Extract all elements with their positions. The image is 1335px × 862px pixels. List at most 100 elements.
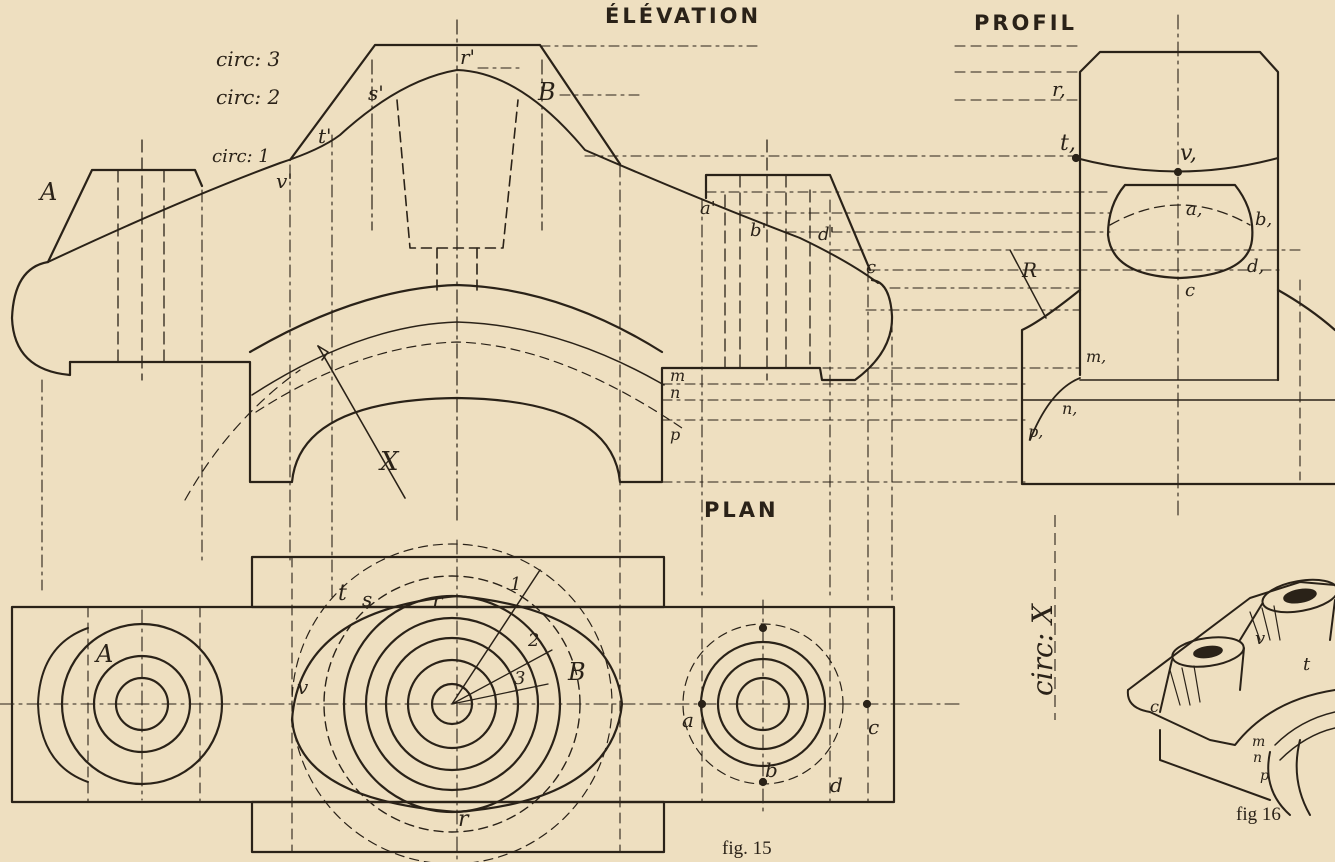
boss-b-outline [288, 43, 622, 166]
label-a1: a, [1186, 199, 1202, 220]
label-X: X [378, 447, 400, 477]
plan-label-r-bottom: r [458, 807, 470, 832]
label-p: p [670, 425, 680, 444]
plan-label-v: v [297, 675, 309, 699]
label-B: B [537, 78, 556, 106]
plan-label-2: 2 [527, 630, 539, 651]
plan-arch-rect-top [250, 555, 666, 609]
iso-body-top [1127, 581, 1335, 691]
plan-boss-a-inner [114, 676, 170, 732]
iso-label-t: t [1303, 654, 1311, 675]
plan-point-top [758, 623, 768, 633]
plan-radius-3 [451, 683, 549, 705]
label-t-prime: t' [318, 124, 332, 148]
label-n1: n, [1062, 399, 1077, 418]
profile-mnp-curve [1029, 377, 1081, 441]
iso-label-n: n [1253, 750, 1262, 766]
hidden-shank [436, 247, 478, 291]
iso-body-bottom [1159, 729, 1311, 816]
profile-guides [954, 45, 1081, 101]
label-c1: c [1185, 280, 1195, 301]
label-m1: m, [1086, 347, 1106, 366]
plan-boss-b-outline [290, 594, 624, 814]
plan-label-r-top: r [432, 589, 444, 614]
iso-hatching [1169, 605, 1281, 706]
plan-center-lines [0, 539, 961, 862]
label-circ3: circ: 3 [216, 47, 280, 71]
title-plan: PLAN [704, 498, 779, 522]
arch-inner-2 [255, 341, 686, 431]
radius-x-arrow [317, 345, 329, 361]
plan-boss-a-outline [37, 627, 89, 783]
label-d-prime: d' [818, 224, 834, 245]
label-v-prime: v' [276, 169, 293, 193]
plan-boss-a-outer [60, 622, 224, 786]
elevation-labels: ÉLÉVATION circ: 3 circ: 2 circ: 1 A B r'… [38, 3, 876, 477]
plan-boss-b-ring-7 [291, 543, 613, 862]
plan-label-A: A [94, 640, 113, 668]
iso-body-front [1126, 689, 1335, 746]
label-s-prime: s' [368, 81, 384, 105]
arch-arc-dashed [184, 369, 301, 501]
iso-boss-c-sides [1159, 647, 1245, 713]
elevation-base-outline [68, 278, 894, 484]
iso-label-m: m [1252, 734, 1265, 750]
iso-boss-b-hole [1283, 588, 1317, 604]
label-r1: r, [1052, 77, 1066, 101]
plan-point-a [697, 699, 707, 709]
plan-boss-b-ring-3 [384, 636, 520, 772]
hidden-lines-b [371, 19, 543, 521]
profile-body [1020, 288, 1335, 486]
label-r-prime: r' [460, 45, 475, 69]
label-circ2: circ: 2 [216, 85, 280, 109]
iso-label-v: v [1255, 628, 1265, 649]
plan-label-3: 3 [514, 668, 525, 689]
profile-point-t [1071, 153, 1081, 163]
elevation-view [10, 19, 1335, 601]
plan-label-a: a [682, 708, 694, 732]
plan-label-B: B [567, 658, 586, 686]
circ-x-label-group: circ: X [1026, 603, 1059, 696]
label-n: n [670, 383, 680, 402]
profile-view [1009, 14, 1335, 521]
plan-label-s: s [362, 587, 372, 611]
profile-hole [1106, 183, 1254, 280]
plan-boss-b-ring-6 [323, 575, 581, 833]
plan-label-d: d [830, 773, 843, 797]
isometric-view [1126, 578, 1335, 816]
radius-r-line [1009, 249, 1047, 319]
label-A: A [38, 178, 57, 206]
profile-labels: PROFIL r, t, v, a, b, d, c m, n, p, R [974, 11, 1272, 441]
plan-label-t: t [338, 581, 347, 606]
plan-label-1: 1 [510, 574, 521, 595]
title-profil: PROFIL [974, 11, 1077, 35]
plan-boss-c-inner [735, 676, 791, 732]
plan-boss-b-ring-4 [364, 616, 540, 792]
plan-boss-c-mid [716, 657, 810, 751]
plan-label-c: c [868, 715, 879, 739]
projection-horizontals [477, 45, 1335, 483]
hidden-lines-a [117, 139, 165, 381]
plan-boss-b-ring-1 [430, 682, 474, 726]
plan-view [0, 539, 961, 862]
label-p1: p, [1028, 422, 1043, 441]
label-c: c [866, 257, 876, 278]
plan-point-b [758, 777, 768, 787]
iso-boss-b-sides [1239, 599, 1335, 641]
label-R: R [1021, 258, 1037, 282]
plan-arch-rect-bottom [250, 800, 666, 854]
boss-a-outline [46, 168, 204, 264]
plan-boss-b-ring-2 [406, 658, 498, 750]
plan-boss-a-mid [92, 654, 192, 754]
label-b1: b, [1255, 209, 1272, 230]
plan-radius-2 [451, 649, 553, 705]
plan-label-b: b [765, 758, 778, 782]
label-circ-x: circ: X [1026, 603, 1059, 696]
caption-fig15: fig. 15 [722, 838, 772, 859]
profile-point-v [1173, 167, 1183, 177]
profile-boss [1078, 50, 1280, 382]
profile-hole-dashed [1109, 204, 1251, 226]
label-b-prime: b' [750, 220, 766, 241]
label-m: m [670, 366, 685, 385]
